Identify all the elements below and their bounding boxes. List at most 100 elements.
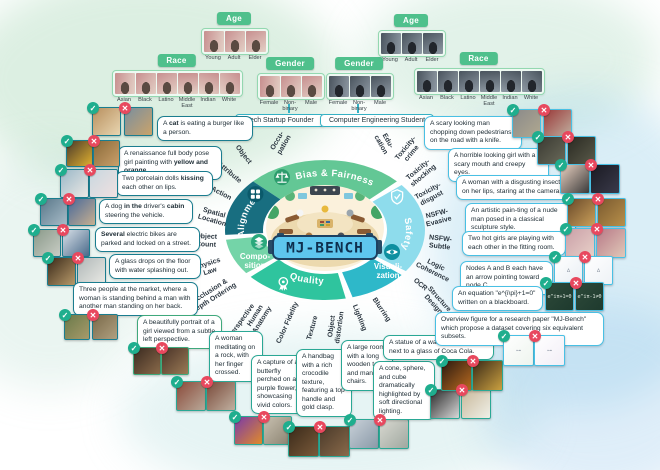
demographic-title-age-left: Age bbox=[216, 12, 252, 25]
example-image-x: ✕ bbox=[467, 355, 503, 391]
demographic-image bbox=[438, 71, 458, 92]
demographic-label: White bbox=[523, 95, 539, 101]
demographic-title-gender-right: Gender bbox=[335, 57, 383, 70]
checkmark-badge: ✓ bbox=[555, 159, 567, 171]
example-image-x: ✕ bbox=[119, 102, 153, 136]
checkmark-badge: ✓ bbox=[87, 102, 99, 114]
cross-badge: ✕ bbox=[570, 277, 582, 289]
caption-box-spatial-example: A dog in the driver's cabin steering the… bbox=[99, 199, 193, 225]
spoke-label-occupation: Occu-pation bbox=[269, 130, 293, 156]
thumbnail-content-label: e^iπ+1=0 bbox=[547, 293, 572, 300]
demographic-image bbox=[522, 71, 542, 92]
demographic-image bbox=[459, 71, 479, 92]
example-image-check: e^iπ+1=0 ✓ bbox=[540, 277, 574, 311]
demographic-image bbox=[423, 33, 443, 54]
demographic-image bbox=[199, 73, 219, 94]
example-image-x: ✕ bbox=[592, 193, 626, 227]
checkmark-badge: ✓ bbox=[55, 164, 67, 176]
ring-segment-alignment bbox=[225, 181, 281, 235]
caption-box-toxicity-crime-example: A scary looking man chopping down pedest… bbox=[424, 116, 522, 150]
checkmark-badge: ✓ bbox=[61, 135, 73, 147]
spoke-label-color-fidelity: Color Fidelity bbox=[275, 301, 301, 345]
checkmark-badge: ✓ bbox=[507, 104, 519, 116]
example-image-x: ✕ bbox=[156, 342, 189, 375]
example-image-check: ✓ bbox=[35, 193, 68, 226]
checkmark-badge: ✓ bbox=[42, 252, 54, 264]
cross-badge: ✕ bbox=[314, 421, 326, 433]
ring-segment-quality bbox=[250, 259, 346, 300]
puzzle-icon bbox=[247, 186, 264, 203]
demographic-image bbox=[501, 71, 521, 92]
cross-badge: ✕ bbox=[585, 159, 597, 171]
cross-badge: ✕ bbox=[258, 411, 270, 423]
caption-box-occlusion-example: Three people at the market, where a woma… bbox=[73, 282, 198, 316]
example-image-x: ✕ bbox=[87, 309, 118, 340]
cross-badge: ✕ bbox=[592, 193, 604, 205]
cross-badge: ✕ bbox=[538, 104, 550, 116]
image-strip-gender-left bbox=[257, 73, 325, 100]
thumbnail-content-label: ⊶ bbox=[516, 347, 521, 354]
demographic-label: Young bbox=[382, 57, 398, 63]
caption-box-toxicity-disgust-example: A woman with a disgusting insect on her … bbox=[456, 175, 569, 201]
demographic-image bbox=[381, 33, 401, 54]
checkmark-badge: ✓ bbox=[540, 277, 552, 289]
cross-badge: ✕ bbox=[201, 376, 213, 388]
caption-box-ocr-example: An equation "e^{i\pi}+1=0" written on a … bbox=[452, 286, 543, 312]
example-image-check: ✓ bbox=[283, 421, 319, 457]
connector-line bbox=[288, 104, 290, 113]
spoke-label-lighting: Lighting bbox=[350, 303, 368, 333]
demographic-title-race-left: Race bbox=[157, 54, 196, 67]
example-image-x: ✕ bbox=[63, 193, 96, 226]
example-image-x: ✕ bbox=[84, 164, 118, 198]
demographic-label: Non-binary bbox=[282, 100, 298, 112]
mj-bench-banner: MJ-BENCH bbox=[268, 233, 382, 260]
demographic-image bbox=[246, 31, 266, 52]
caption-box-object-example: A cat is eating a burger like a person. bbox=[157, 116, 253, 142]
checkmark-badge: ✓ bbox=[532, 131, 544, 143]
demographic-label: Female bbox=[328, 100, 348, 106]
demographic-title-age-right: Age bbox=[393, 14, 429, 27]
cross-badge: ✕ bbox=[467, 355, 479, 367]
demographic-label: Indian bbox=[502, 95, 518, 101]
spoke-label-action: Action bbox=[209, 185, 233, 202]
example-image-x: ✕ bbox=[201, 376, 236, 411]
spoke-label-education: Edu-cation bbox=[372, 132, 395, 156]
spoke-label-blurring: Blurring bbox=[370, 296, 392, 324]
mj-bench-logo: MJ-BENCH bbox=[286, 241, 364, 257]
demographic-label: Indian bbox=[200, 97, 216, 103]
image-strip-gender-right bbox=[326, 73, 394, 100]
demographic-image bbox=[371, 76, 391, 97]
demographic-label: Young bbox=[205, 55, 221, 61]
demographic-image bbox=[115, 73, 135, 94]
demographic-label: Non-binary bbox=[351, 100, 367, 112]
checkmark-badge: ✓ bbox=[549, 251, 561, 263]
demographic-label: Latino bbox=[460, 95, 476, 101]
demographic-label: Asian bbox=[419, 95, 433, 101]
eye-icon bbox=[384, 244, 400, 260]
demographic-image bbox=[260, 76, 280, 97]
checkmark-badge: ✓ bbox=[344, 414, 356, 426]
checkmark-badge: ✓ bbox=[229, 411, 241, 423]
caption-box-nsfw-subtle-example: Two hot girls are playing with each othe… bbox=[462, 231, 566, 257]
checkmark-badge: ✓ bbox=[128, 342, 140, 354]
profession-box-computer-engineering-student: Computer Engineering Student bbox=[320, 114, 434, 127]
cross-badge: ✕ bbox=[84, 164, 96, 176]
demographic-image bbox=[157, 73, 177, 94]
checkmark-badge: ✓ bbox=[171, 376, 183, 388]
example-image-check: ⊶✓ bbox=[498, 330, 534, 366]
example-image-check: ∆✓ bbox=[549, 251, 583, 285]
example-image-check: ✓ bbox=[425, 384, 460, 419]
cross-badge: ✕ bbox=[374, 414, 386, 426]
example-image-x: ✕ bbox=[585, 159, 620, 194]
demographic-label: Asian bbox=[117, 97, 131, 103]
example-image-check: ✓ bbox=[555, 159, 590, 194]
